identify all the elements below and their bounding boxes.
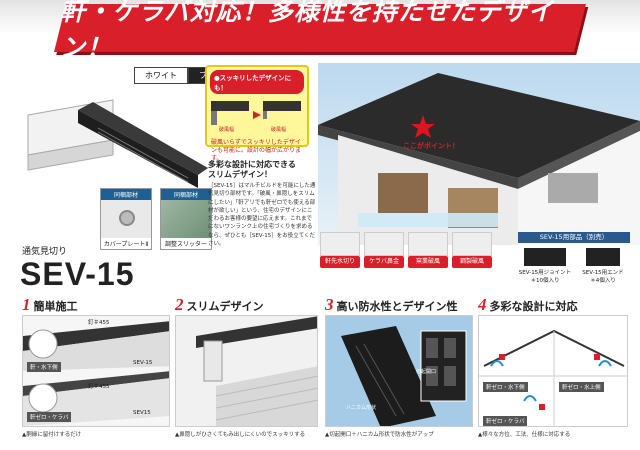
swatch-header: 同梱部材 (101, 189, 151, 200)
callout-title: ●スッキリしたデザインにも！ (210, 70, 304, 94)
usage-tags: 軒先水切り ケラバ鼻金 窯業破風 鋼製破風 (320, 232, 492, 268)
callout-label-1: 破風幅 (219, 126, 234, 133)
label-zero-eaves-high: 軒ゼロ・水上側 (559, 382, 604, 392)
heading-line-1: 多彩な設計に対応できる (208, 160, 296, 169)
tab-white[interactable]: ホワイト (134, 67, 188, 84)
nail-label-2: 釘＃455 (88, 384, 110, 390)
tag-image (364, 232, 404, 256)
product-subtitle: 通気見切り (22, 247, 68, 257)
part-name: SEV-15用エンド (582, 270, 624, 276)
part-qty: ＊4個入り (590, 278, 616, 284)
label-zero-eaves-keraba: 軒ゼロ・ケラバ (483, 416, 528, 426)
cover-plate-image (101, 200, 151, 238)
sev-label-1: SEV-15 (133, 360, 153, 366)
house-illustration: ここがポイント！ (318, 63, 640, 245)
tag-label: ケラバ鼻金 (364, 256, 404, 268)
callout-diagram: 破風幅 破風幅 (211, 101, 301, 133)
section-1-label-eaves: 軒・水下側 (27, 362, 61, 372)
nail-label-1: 釘＃455 (88, 320, 110, 326)
section-3-title: 3 高い防水性とデザイン性 (325, 295, 458, 315)
parts-list: SEV-15用ジョイント ＊10個入り SEV-15用エンド ＊4個入り (518, 246, 630, 284)
product-image (27, 99, 208, 188)
banner-title: 軒・ケラバ対応！多様性を持たせたデザイン！ (60, 0, 554, 62)
tag-keraba: ケラバ鼻金 (364, 232, 404, 268)
swatch-cover-plate: 同梱部材 カバープレートⅡ (100, 188, 152, 250)
tag-ceramic-fascia: 窯業破風 (408, 232, 448, 268)
part-image (524, 248, 566, 266)
section-3-caption: ▲切起開口＋ハニカム形状で防水性がアップ (325, 432, 434, 438)
swatch-caption: カバープレートⅡ (103, 241, 149, 248)
section-2-caption: ▲鼻隠しがひさくてもみ出しにくいのでスッキリする (175, 432, 306, 438)
part-image (586, 248, 620, 266)
product-name: SEV-15 (20, 256, 135, 292)
tag-eaves: 軒先水切り (320, 232, 360, 268)
slitter-image (161, 200, 211, 238)
section-number: 1 (22, 295, 31, 314)
tag-steel-fascia: 鋼製破風 (452, 232, 492, 268)
label-zero-eaves-low: 軒ゼロ・水下側 (483, 382, 528, 392)
swatch-header: 同梱部材 (161, 189, 211, 200)
tag-image (408, 232, 448, 256)
part-end: SEV-15用エンド ＊4個入り (576, 246, 630, 284)
part-joint: SEV-15用ジョイント ＊10個入り (518, 246, 572, 284)
tag-image (320, 232, 360, 256)
bundled-parts: 同梱部材 カバープレートⅡ 同梱部材 調整スリッター (100, 188, 212, 250)
section-4-caption: ▲様々な方位、工法、仕様に対応する (478, 432, 571, 438)
tag-image (452, 232, 492, 256)
tag-label: 軒先水切り (320, 256, 360, 268)
tag-label: 窯業破風 (408, 256, 448, 268)
callout-text: 破風いらずでスッキリしたデザインも可能に。設計の幅が広がります。 (211, 139, 302, 163)
section-1-panel: 釘＃455 軒・水下側 SEV-15 釘＃455 軒ゼロ・ケラバ SEV15 (22, 315, 170, 427)
design-callout: ●スッキリしたデザインにも！ 破風幅 破風幅 破風いらずでスッキリしたデザインも… (205, 65, 309, 162)
section-heading: 高い防水性とデザイン性 (336, 300, 458, 313)
part-name: SEV-15用ジョイント (518, 270, 572, 276)
section-1-label-keraba: 軒ゼロ・ケラバ (27, 412, 72, 422)
section-3-panel: 切起開口 ハニカム形状 (325, 315, 473, 427)
parts-header: SEV-15用部品（別売） (518, 232, 630, 243)
description-body: ［SEV-15］はマルチビルドを可能にした通気見切り部材です。「破風・鼻隠しをス… (208, 183, 316, 247)
section-4-title: 4 多彩な設計に対応 (478, 295, 578, 315)
callout-label-2: 破風幅 (271, 126, 286, 133)
section-2-panel (175, 315, 318, 427)
section-heading: スリムデザイン (186, 300, 264, 313)
swatch-slitter: 同梱部材 調整スリッター (160, 188, 212, 250)
section-4-panel: 軒ゼロ・水下側 軒ゼロ・水上側 軒ゼロ・ケラバ (478, 315, 628, 427)
cutout-label: 切起開口 (416, 369, 437, 375)
section-1-title: 1 簡単施工 (22, 295, 78, 315)
heading-line-2: スリムデザイン！ (208, 170, 272, 180)
honeycomb-label: ハニカム形状 (346, 405, 377, 411)
section-heading: 簡単施工 (33, 300, 78, 313)
part-qty: ＊10個入り (530, 278, 560, 284)
swatch-caption: 調整スリッター (164, 241, 207, 248)
point-label: ここがポイント！ (403, 142, 459, 150)
description-heading: 多彩な設計に対応できる スリムデザイン！ (208, 160, 296, 181)
section-number: 2 (175, 295, 184, 314)
section-heading: 多彩な設計に対応 (489, 300, 578, 313)
section-1-caption: ▲胴縁に留付けするだけ (22, 432, 82, 438)
section-number: 4 (478, 295, 487, 314)
sev-label-2: SEV15 (133, 410, 151, 416)
section-number: 3 (325, 295, 334, 314)
tag-label: 鋼製破風 (452, 256, 492, 268)
section-2-title: 2 スリムデザイン (175, 295, 264, 315)
